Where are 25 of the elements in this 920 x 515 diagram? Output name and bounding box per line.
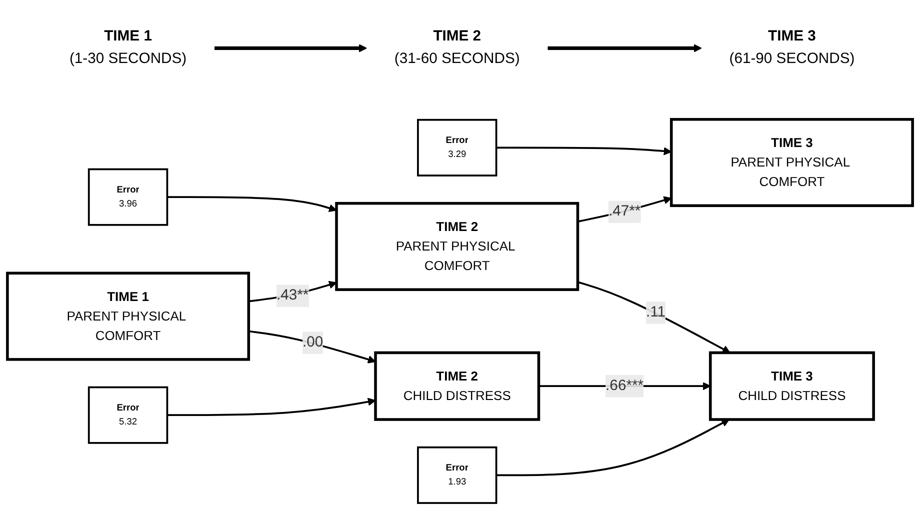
edge-label: .11 xyxy=(646,304,666,320)
edge-label: .47** xyxy=(608,204,641,220)
node-box: Error 5.32 xyxy=(88,386,168,444)
node-text: TIME 3 (61-90 SECONDS) xyxy=(729,28,855,67)
arrow xyxy=(548,44,702,52)
node-text: TIME 1 (1-30 SECONDS) xyxy=(69,28,187,67)
node-box: Error 1.93 xyxy=(417,446,498,504)
node-box: TIME 3 CHILD DISTRESS xyxy=(708,351,875,421)
edge-label: .66*** xyxy=(606,378,644,394)
node-box: TIME 2 PARENT PHYSICAL COMFORT xyxy=(335,202,580,292)
node-box: Error 3.96 xyxy=(88,168,168,226)
node-box: TIME 2 CHILD DISTRESS xyxy=(374,351,540,421)
node-box: TIME 3 PARENT PHYSICAL COMFORT xyxy=(670,118,914,208)
arrow xyxy=(248,330,376,364)
arrow xyxy=(496,146,672,156)
edge-label: .43** xyxy=(276,288,309,304)
arrow xyxy=(167,196,337,212)
node-box: Error 3.29 xyxy=(417,118,498,176)
node-text: TIME 2 (31-60 SECONDS) xyxy=(394,28,520,67)
arrow xyxy=(496,419,730,476)
arrow xyxy=(167,398,376,416)
arrow xyxy=(577,281,730,354)
edge-label: .00 xyxy=(302,334,324,350)
node-box: TIME 1 PARENT PHYSICAL COMFORT xyxy=(6,272,250,361)
arrow xyxy=(214,44,367,52)
